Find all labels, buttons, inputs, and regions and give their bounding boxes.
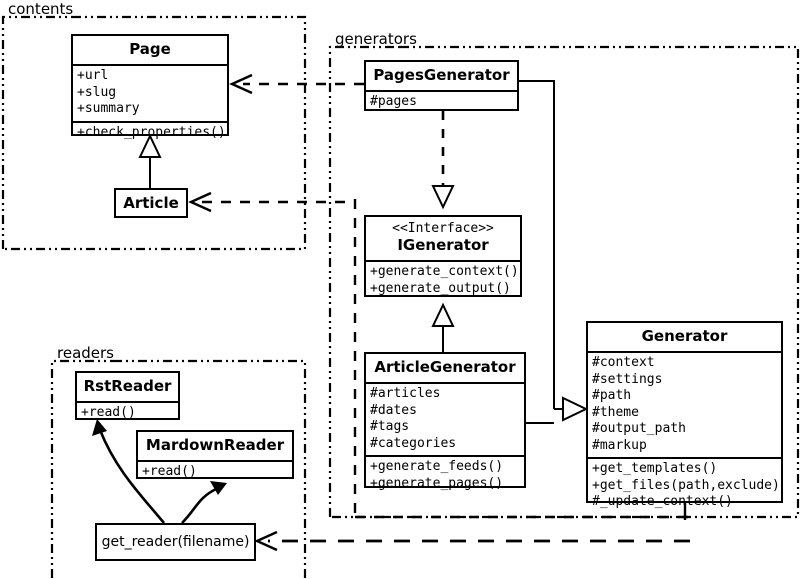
operation: +check_properties()	[77, 124, 226, 140]
class-pagesgenerator-name: PagesGenerator	[373, 66, 510, 84]
class-igenerator-stereotype: <<Interface>>	[392, 221, 494, 236]
class-markdownreader-operations: +read()	[138, 460, 292, 484]
attribute: #theme	[592, 404, 639, 420]
class-markdownreader[interactable]: MardownReader +read()	[136, 430, 294, 479]
class-page-operations: +check_properties()	[73, 120, 227, 145]
package-readers-label: readers	[54, 345, 117, 361]
attribute: #output_path	[592, 421, 686, 436]
class-generator-operations: +get_templates() +get_files(path,exclude…	[588, 457, 781, 514]
class-generator-attributes: #context #settings #path #theme #output_…	[588, 351, 781, 457]
rel-getreader-creates-markdownreader	[181, 481, 227, 524]
class-rstreader-name: RstReader	[83, 377, 172, 395]
operation: +get_templates()	[592, 461, 718, 476]
class-page[interactable]: Page +url +slug +summary +check_properti…	[71, 34, 229, 140]
rel-articlegenerator-generalizes-igenerator	[431, 302, 455, 352]
function-get-reader[interactable]: get_reader(filename)	[95, 523, 256, 561]
attribute: #tags	[370, 419, 410, 434]
package-generators-border-a	[328, 45, 400, 517]
attribute: #path	[592, 388, 632, 403]
rel-pagesgenerator-realizes-igenerator	[431, 111, 455, 210]
class-pagesgenerator-attributes: #pages	[366, 90, 517, 114]
operation: +generate_feeds()	[370, 459, 504, 474]
operation: +generate_pages()	[370, 475, 504, 491]
class-articlegenerator[interactable]: ArticleGenerator #articles #dates #tags …	[364, 352, 526, 491]
package-readers-border-b	[113, 359, 307, 578]
class-markdownreader-name: MardownReader	[145, 436, 285, 454]
class-page-name: Page	[129, 40, 171, 58]
package-readers-border-a	[50, 359, 113, 578]
attribute: #articles	[370, 386, 441, 401]
rel-generators-generalize-generator	[519, 80, 563, 424]
attribute: #context	[592, 355, 655, 370]
class-articlegenerator-attributes: #articles #dates #tags #categories	[366, 382, 524, 455]
class-generator[interactable]: Generator #context #settings #path #them…	[586, 321, 783, 509]
package-contents-border-a	[1, 15, 72, 249]
class-articlegenerator-name: ArticleGenerator	[374, 358, 516, 376]
package-generators-label: generators	[332, 31, 420, 47]
operation: +read()	[81, 405, 136, 420]
attribute: +url	[77, 68, 109, 83]
operation: +read()	[142, 464, 197, 479]
operation: +generate_context()	[370, 264, 519, 279]
class-articlegenerator-operations: +generate_feeds() +generate_pages()	[366, 455, 524, 495]
function-get-reader-label: get_reader(filename)	[101, 534, 250, 550]
attribute: #pages	[370, 94, 417, 109]
class-rstreader[interactable]: RstReader +read()	[75, 371, 180, 420]
rel-generators-depends-article	[188, 191, 345, 213]
class-igenerator-name: IGenerator	[397, 236, 489, 254]
class-article-name: Article	[123, 194, 179, 212]
rel-getreader-creates-rstreader	[92, 419, 166, 524]
attribute: +slug	[77, 84, 117, 100]
generalization-arrowhead-generator	[562, 396, 589, 422]
rel-generator-depends-getreader	[254, 503, 690, 552]
operation: +generate_output()	[370, 280, 511, 296]
class-rstreader-operations: +read()	[77, 401, 178, 425]
attribute: #settings	[592, 371, 663, 387]
class-igenerator[interactable]: <<Interface>> IGenerator +generate_conte…	[364, 215, 522, 297]
operation: +get_files(path,exclude)	[592, 477, 780, 493]
operation: #_update_context()	[592, 494, 733, 509]
rel-article-generalizes-page	[138, 133, 162, 188]
class-article[interactable]: Article	[114, 188, 188, 218]
attribute: +summary	[77, 101, 140, 116]
class-page-attributes: +url +slug +summary	[73, 64, 227, 121]
class-pagesgenerator[interactable]: PagesGenerator #pages	[364, 60, 519, 111]
generators-inner-guides	[353, 199, 690, 519]
rel-pagesgenerator-depends-page	[229, 73, 364, 95]
attribute: #categories	[370, 435, 457, 451]
attribute: #markup	[592, 437, 647, 453]
class-igenerator-operations: +generate_context() +generate_output()	[366, 260, 520, 300]
attribute: #dates	[370, 402, 417, 418]
package-contents-label: contents	[5, 1, 77, 17]
class-generator-name: Generator	[641, 327, 728, 345]
